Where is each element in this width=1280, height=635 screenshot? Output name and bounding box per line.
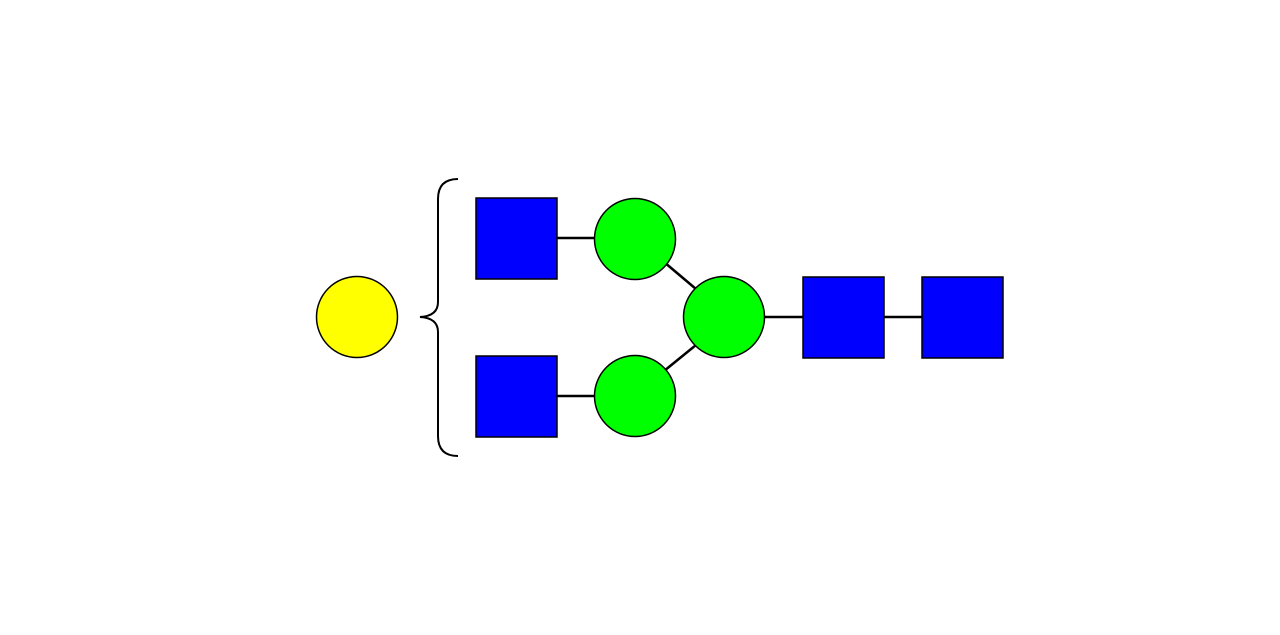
link-branch-to-upper-arm (663, 261, 697, 290)
lower-arm-circle (593, 354, 677, 438)
bracketed-circle (315, 275, 399, 359)
core-square (802, 276, 885, 359)
lower-terminal-square (475, 355, 558, 438)
reducing-end-square (921, 276, 1004, 359)
link-branch-to-lower-arm (663, 344, 697, 372)
bracket-brace (419, 178, 459, 457)
branch-circle (682, 275, 766, 359)
upper-arm-circle (593, 197, 677, 281)
upper-terminal-square (475, 197, 558, 280)
